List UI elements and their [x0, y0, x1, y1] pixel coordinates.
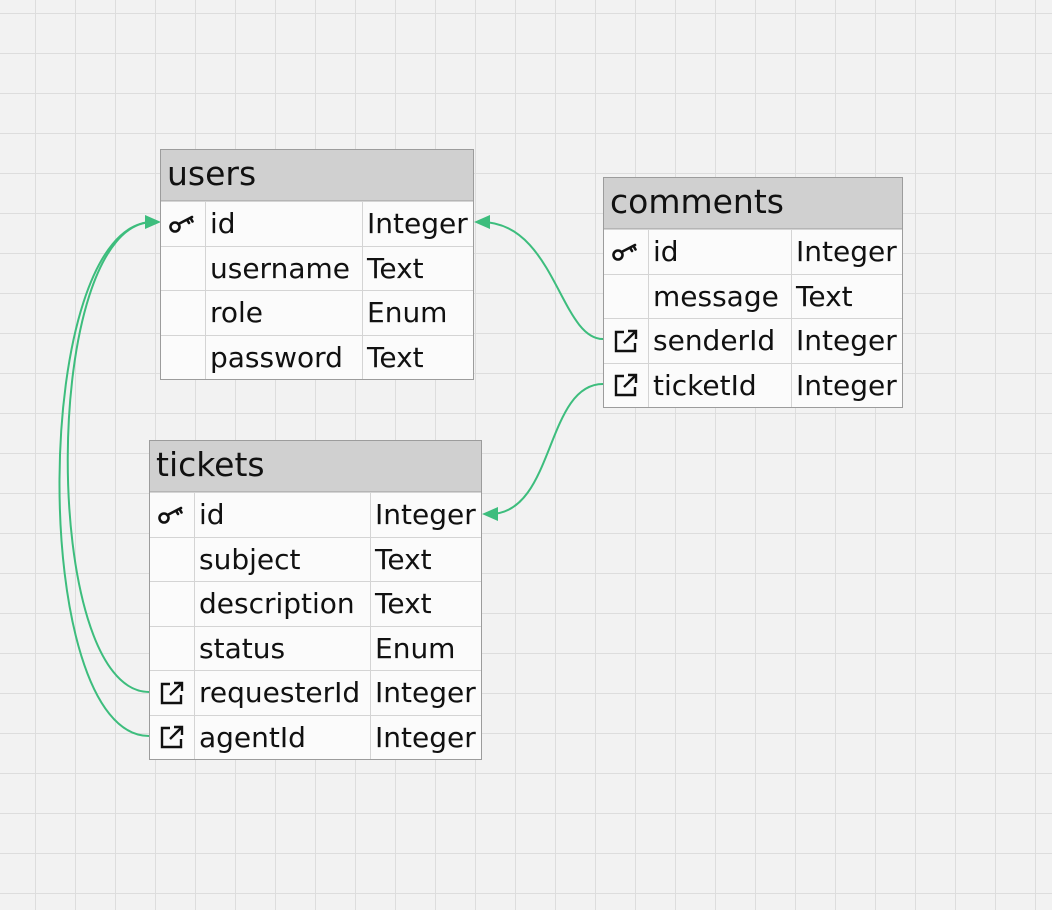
column-name: requesterId [195, 671, 371, 715]
column-type: Integer [796, 324, 897, 358]
column-name: message [649, 274, 792, 318]
table-row[interactable]: id Integer [150, 492, 481, 537]
column-name: username [206, 246, 363, 290]
table-row[interactable]: id Integer [604, 229, 902, 274]
table-row[interactable]: ticketId Integer [604, 362, 902, 407]
column-type: Integer [375, 498, 476, 532]
arrowhead-users-id-left [145, 215, 161, 229]
column-type: Integer [796, 368, 897, 402]
link-comments-ticketId-to-tickets-id[interactable] [489, 383, 604, 515]
column-type: Text [375, 587, 432, 621]
column-type: Text [367, 340, 424, 374]
link-comments-senderId-to-users-id[interactable] [480, 221, 604, 340]
table-title: tickets [150, 441, 481, 492]
arrowhead-users-id-right [474, 215, 490, 229]
column-type: Integer [367, 207, 468, 241]
table-row[interactable]: status Enum [150, 625, 481, 670]
table-comments[interactable]: comments id Integer message Text senderI… [603, 177, 903, 408]
table-tickets[interactable]: tickets id Integer subject Text descript… [149, 440, 482, 760]
table-users[interactable]: users id Integer username Text role Enum… [160, 149, 474, 380]
column-name: subject [195, 537, 371, 581]
table-row[interactable]: agentId Integer [150, 714, 481, 759]
column-type: Enum [375, 631, 456, 665]
column-name: agentId [195, 715, 371, 759]
column-name: id [206, 202, 363, 246]
column-name: senderId [649, 319, 792, 363]
link-tickets-requesterId-to-users-id[interactable] [66, 221, 154, 693]
table-row[interactable]: message Text [604, 273, 902, 318]
table-row[interactable]: description Text [150, 581, 481, 626]
column-name: id [195, 493, 371, 537]
column-type: Integer [796, 235, 897, 269]
table-row[interactable]: id Integer [161, 201, 473, 246]
key-icon [150, 493, 195, 537]
table-row[interactable]: senderId Integer [604, 318, 902, 363]
column-name: description [195, 582, 371, 626]
column-name: ticketId [649, 363, 792, 407]
table-title: users [161, 150, 473, 201]
column-type: Text [367, 251, 424, 285]
arrowhead-tickets-id [482, 507, 498, 521]
column-name: role [206, 291, 363, 335]
table-row[interactable]: role Enum [161, 290, 473, 335]
table-row[interactable]: subject Text [150, 536, 481, 581]
table-row[interactable]: password Text [161, 334, 473, 379]
key-icon [604, 230, 649, 274]
table-title: comments [604, 178, 902, 229]
foreign-key-icon [150, 715, 195, 759]
column-type: Integer [375, 720, 476, 754]
column-type: Enum [367, 296, 448, 330]
column-type: Integer [375, 676, 476, 710]
link-tickets-agentId-to-users-id[interactable] [58, 221, 154, 737]
column-name: id [649, 230, 792, 274]
table-row[interactable]: username Text [161, 245, 473, 290]
key-icon [161, 202, 206, 246]
column-name: status [195, 626, 371, 670]
foreign-key-icon [150, 671, 195, 715]
column-type: Text [796, 279, 853, 313]
table-row[interactable]: requesterId Integer [150, 670, 481, 715]
column-name: password [206, 335, 363, 379]
foreign-key-icon [604, 363, 649, 407]
column-type: Text [375, 542, 432, 576]
foreign-key-icon [604, 319, 649, 363]
